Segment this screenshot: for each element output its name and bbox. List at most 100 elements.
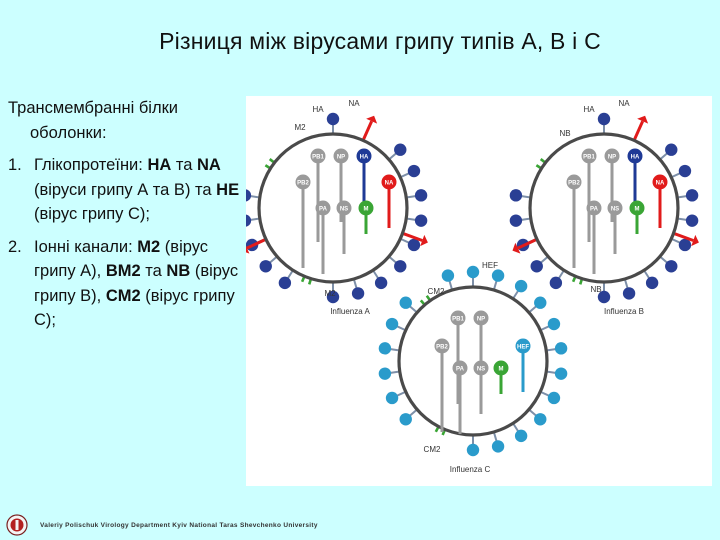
m2-label: M2 <box>324 289 336 298</box>
slide-title: Різниця між вірусами грипу типів А, В і … <box>159 28 601 54</box>
segment-strand <box>479 374 483 414</box>
rnp-segment <box>627 148 643 164</box>
segment-strand <box>658 188 662 228</box>
glycoprotein-spike <box>549 276 563 290</box>
glycoprotein-spike <box>394 260 407 273</box>
segment-strand <box>301 188 305 268</box>
glycoprotein-spike <box>374 276 388 290</box>
segment-strand <box>499 374 503 394</box>
segment-label: PA <box>590 207 599 213</box>
segment-label: PB2 <box>297 181 309 187</box>
rnp-segment <box>450 310 466 326</box>
segment-strand <box>572 188 576 268</box>
glycoprotein-spike <box>514 429 528 443</box>
influenza-c-caption: Influenza C <box>450 465 491 474</box>
ha-label: HA <box>583 105 595 114</box>
neuraminidase-arrow <box>691 234 699 247</box>
glycoprotein-spike <box>665 260 678 273</box>
footer-credit: Valeriy Polischuk Virology Department Ky… <box>40 521 318 529</box>
intro-text: Трансмембранні білки оболонки: <box>8 99 179 142</box>
segment-label: M <box>364 207 369 213</box>
protein-name: BM2 <box>105 262 141 280</box>
glycoprotein-spike <box>554 367 568 380</box>
na-stalk <box>361 120 374 142</box>
footer: Valeriy Polischuk Virology Department Ky… <box>6 512 406 538</box>
glycoprotein-spike <box>509 189 523 202</box>
segment-strand <box>387 188 391 228</box>
glycoprotein-spike <box>547 317 561 331</box>
glycoprotein-spike <box>385 317 399 331</box>
rnp-segment <box>604 148 620 164</box>
na-stalk <box>517 237 538 250</box>
rnp-segment <box>356 148 372 164</box>
segment-strand <box>321 214 325 274</box>
segment-strand <box>521 352 525 392</box>
influenza-a-caption: Influenza A <box>330 307 370 316</box>
glycoprotein-spike <box>554 342 568 355</box>
na-stalk <box>673 231 694 242</box>
segment-strand <box>587 162 591 242</box>
segment-strand <box>613 214 617 254</box>
viral-envelope <box>528 132 680 284</box>
protein-name: НА <box>147 156 172 174</box>
glycoprotein-spike <box>278 276 292 290</box>
glycoprotein-spike <box>514 279 528 293</box>
segment-label: NP <box>477 317 485 323</box>
list-item-text: Іонні канали: M2 (вірус грипу А), BM2 та… <box>34 238 238 330</box>
segment-strand <box>633 162 637 202</box>
glycoprotein-spike <box>685 214 699 227</box>
list-text-run: (вірус грипу В), <box>34 262 239 305</box>
rnp-segment <box>315 200 331 216</box>
hef-label: HEF <box>482 261 498 270</box>
segment-label: HA <box>631 155 640 161</box>
segment-label: NP <box>608 155 616 161</box>
glycoprotein-spike <box>530 260 543 273</box>
list-number: 2. <box>8 237 22 256</box>
rnp-segment <box>434 338 450 354</box>
nb-label: NB <box>590 285 601 294</box>
neuraminidase-arrow <box>637 115 649 124</box>
glycoprotein-spike <box>685 189 699 202</box>
rnp-segment <box>295 174 311 190</box>
rnp-segment <box>581 148 597 164</box>
rnp-segment <box>310 148 326 164</box>
segment-strand <box>316 162 320 242</box>
glycoprotein-spike <box>399 296 412 309</box>
text-block: Трансмембранні білки оболонки: 1. Глікоп… <box>8 96 240 341</box>
university-logo-icon <box>6 514 28 536</box>
neuraminidase-arrow <box>420 234 428 247</box>
glycoprotein-spike <box>466 443 480 457</box>
rnp-segment <box>336 200 352 216</box>
rnp-segment <box>473 310 489 326</box>
viral-envelope <box>397 285 549 437</box>
segment-label: NA <box>385 181 394 187</box>
glycoprotein-spike <box>385 391 399 405</box>
segment-label: HEF <box>517 345 529 351</box>
rnp-segment <box>452 360 468 376</box>
neuraminidase-arrow <box>246 246 250 254</box>
segment-label: PB1 <box>452 317 464 323</box>
segment-strand <box>342 214 346 254</box>
segment-label: NS <box>477 367 485 373</box>
na-stalk <box>402 231 423 242</box>
segment-strand <box>458 374 462 434</box>
glycoprotein-spike <box>491 440 505 453</box>
glycoprotein-spike <box>509 214 523 227</box>
glycoprotein-spike <box>407 164 421 178</box>
na-stalk <box>632 120 645 142</box>
segment-strand <box>610 162 614 222</box>
glycoprotein-spike <box>597 112 611 126</box>
na-stalk <box>246 237 267 250</box>
glycoprotein-spike <box>378 367 392 380</box>
list-text-run: та <box>140 262 167 280</box>
glycoprotein-spike <box>491 269 505 282</box>
rnp-segment <box>333 148 349 164</box>
protein-name: M2 <box>137 237 161 256</box>
segment-strand <box>592 214 596 274</box>
segment-label: PB1 <box>312 155 324 161</box>
segment-label: NS <box>611 207 619 213</box>
protein-name: CM2 <box>105 286 141 305</box>
glycoprotein-spike <box>399 413 412 426</box>
